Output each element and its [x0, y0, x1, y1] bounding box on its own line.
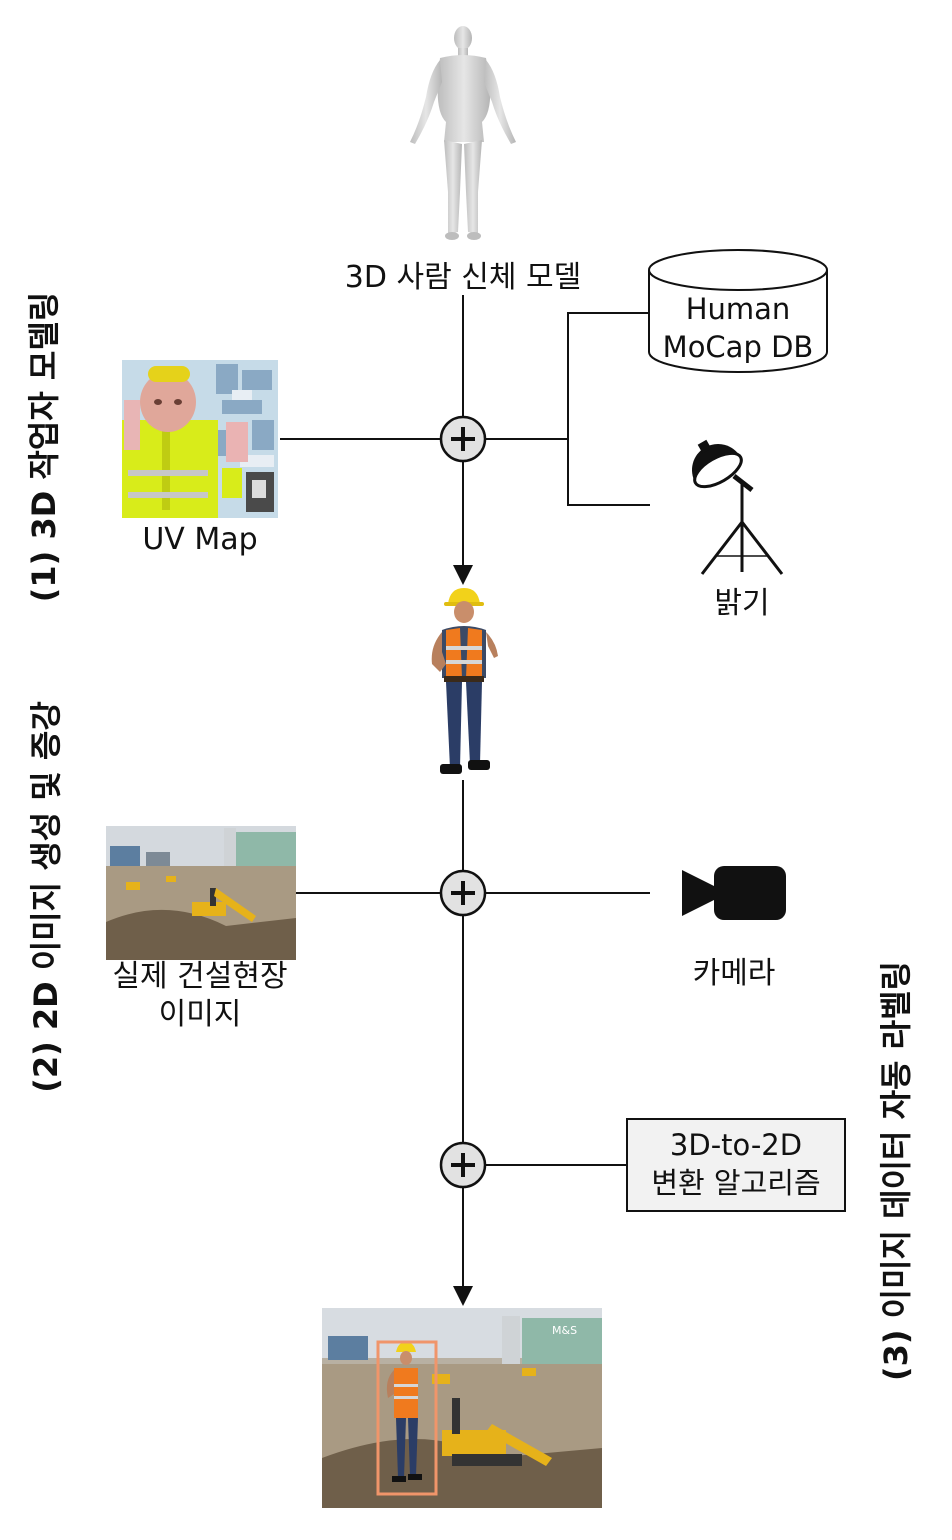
mocap-line-1: Human — [685, 292, 791, 326]
algorithm-label: 3D-to-2D 변환 알고리즘 — [626, 1126, 846, 1202]
human-body-model-icon — [410, 26, 516, 240]
site-image-line-1: 실제 건설현장 — [112, 959, 288, 994]
uv-map-texture — [122, 360, 278, 518]
human-model-label: 3D 사람 신체 모델 — [344, 260, 582, 295]
plus-node-1 — [439, 415, 487, 463]
algorithm-line-2: 변환 알고리즘 — [651, 1166, 821, 1200]
construction-site-photo — [106, 826, 296, 960]
site-image-label: 실제 건설현장 이미지 — [90, 958, 310, 1034]
mocap-db-label: Human MoCap DB — [647, 290, 829, 366]
studio-light-icon — [692, 439, 784, 575]
plus-node-2 — [439, 869, 487, 917]
mocap-db-cylinder — [648, 249, 828, 373]
stage-label-labeling: (3) 이미지 데이터 자동 라벨링 — [877, 961, 915, 1381]
site-image-line-2: 이미지 — [158, 997, 242, 1032]
camera-icon — [682, 866, 786, 920]
uv-map-label: UV Map — [142, 522, 258, 557]
plus-node-3 — [439, 1141, 487, 1189]
construction-worker-model — [431, 588, 498, 774]
mocap-line-2: MoCap DB — [662, 330, 814, 364]
stage-label-generation: (2) 2D 이미지 생성 및 증강 — [27, 701, 65, 1093]
algorithm-box — [626, 1118, 846, 1212]
lighting-label: 밝기 — [714, 586, 770, 621]
stage-label-modeling: (1) 3D 작업자 모델링 — [25, 291, 63, 603]
building-sign: M&S — [552, 1324, 577, 1337]
camera-label: 카메라 — [692, 956, 776, 991]
labeled-output-image: M&S — [322, 1308, 602, 1508]
worker-bounding-box — [376, 1340, 438, 1496]
mocap-light-bracket — [567, 312, 650, 506]
algorithm-line-1: 3D-to-2D — [669, 1128, 803, 1162]
